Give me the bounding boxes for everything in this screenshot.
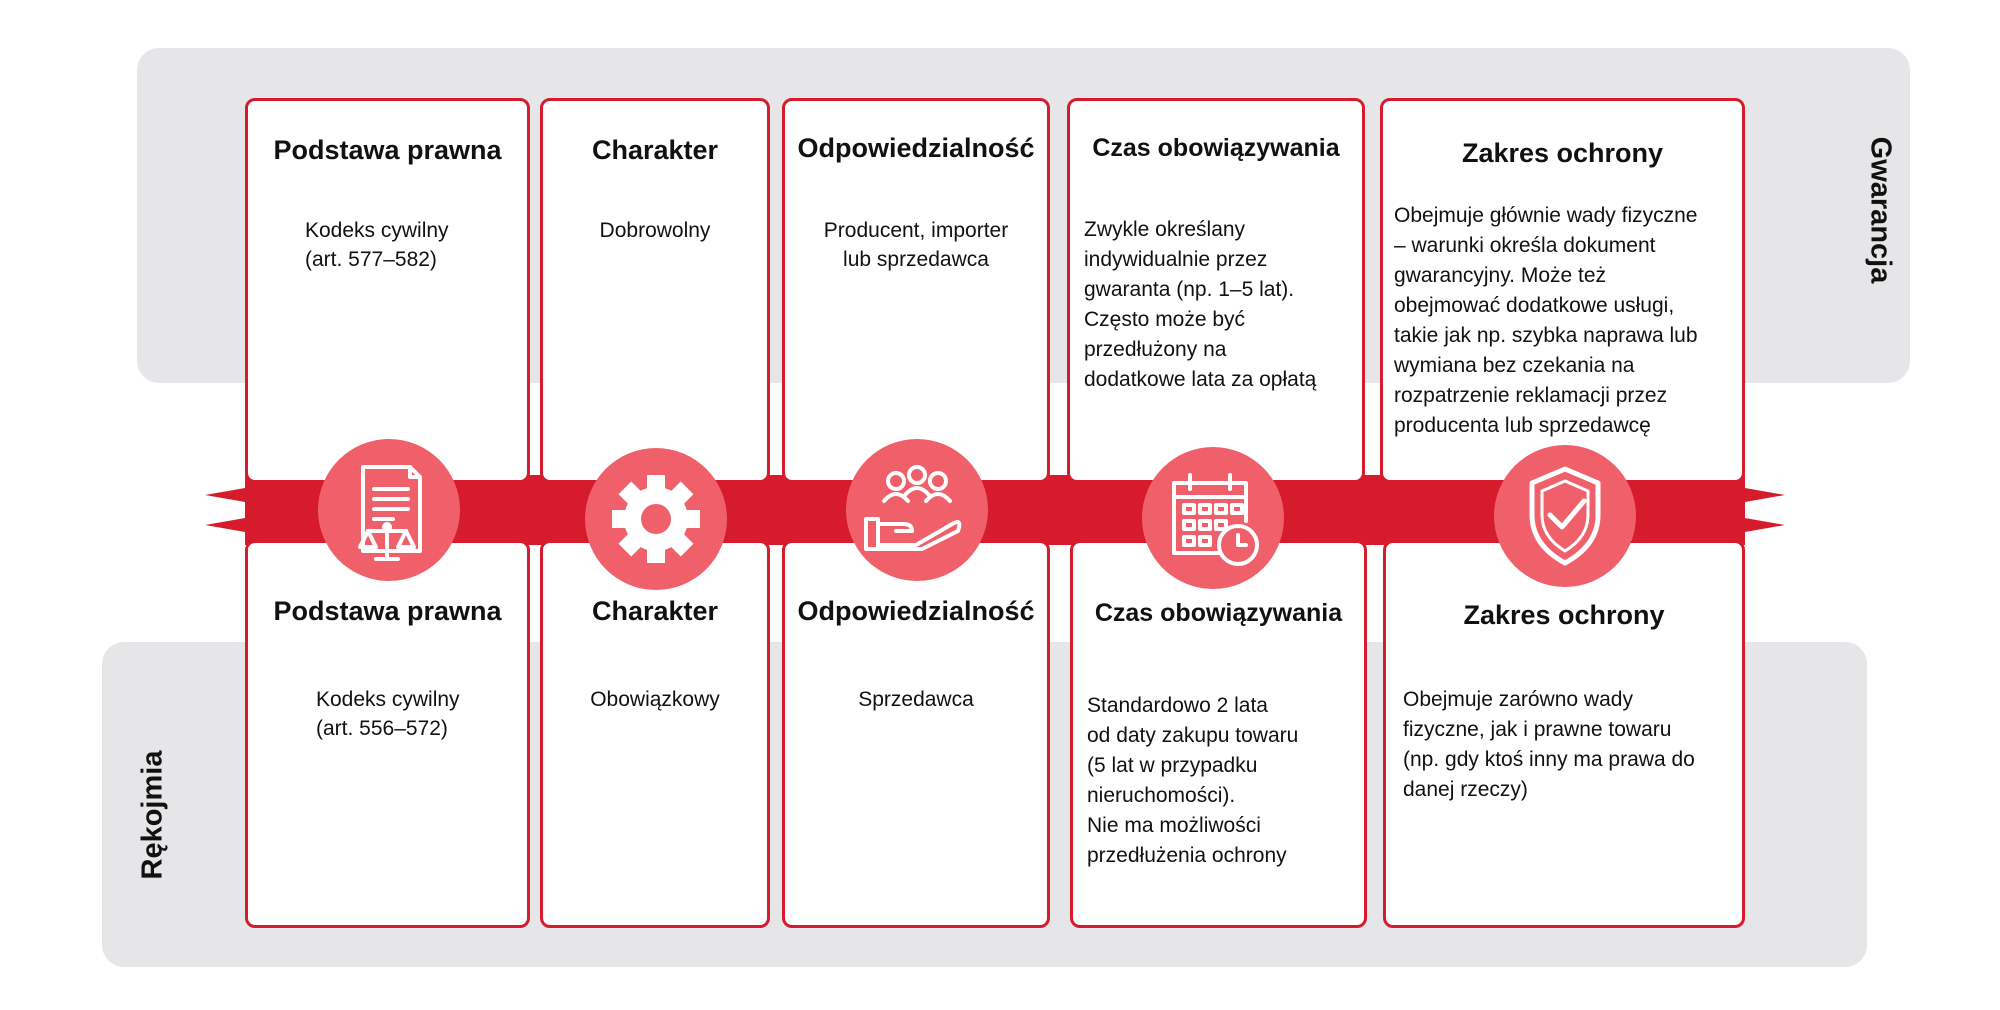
card-bottom-charakter: Charakter Obowiązkowy <box>540 540 770 928</box>
gear-icon <box>612 475 700 563</box>
card-top-zakres-ochrony: Zakres ochrony Obejmuje głównie wady fiz… <box>1380 98 1745 483</box>
card-top-odpowiedzialnosc: Odpowiedzialność Producent, importer lub… <box>782 98 1050 483</box>
card-title: Charakter <box>591 135 719 165</box>
card-bottom-zakres-ochrony: Zakres ochrony Obejmuje zarówno wady fiz… <box>1383 540 1745 928</box>
card-title: Charakter <box>591 596 719 626</box>
circle-charakter <box>585 448 727 590</box>
card-top-podstawa-prawna: Podstawa prawna Kodeks cywilny (art. 577… <box>245 98 530 483</box>
card-body: Obowiązkowy <box>590 688 720 711</box>
circle-odpowiedzialnosc <box>846 439 988 581</box>
document-scales-icon <box>358 465 422 561</box>
card-bottom-podstawa-prawna: Podstawa prawna Kodeks cywilny (art. 556… <box>245 540 530 928</box>
card-title: Czas obowiązywania <box>1092 134 1340 162</box>
card-top-charakter: Charakter Dobrowolny <box>540 98 770 483</box>
card-bottom-odpowiedzialnosc: Odpowiedzialność Sprzedawca <box>782 540 1050 928</box>
card-title: Podstawa prawna <box>273 135 502 165</box>
card-body: Producent, importer lub sprzedawca <box>823 219 1009 271</box>
card-body: Obejmuje głównie wady fizyczne – warunki… <box>1394 204 1698 437</box>
card-body: Kodeks cywilny (art. 577–582) <box>305 219 449 271</box>
card-body: Sprzedawca <box>858 688 974 711</box>
people-hand-icon <box>864 465 962 551</box>
card-body: Obejmuje zarówno wady fizyczne, jak i pr… <box>1403 688 1695 801</box>
circle-podstawa-prawna <box>318 439 460 581</box>
card-title: Zakres ochrony <box>1461 138 1664 168</box>
shield-check-icon <box>1529 466 1601 566</box>
card-title: Czas obowiązywania <box>1094 599 1343 627</box>
circle-czas-obowiazywania <box>1142 447 1284 589</box>
card-body: Zwykle określany indywidualnie przez gwa… <box>1084 218 1317 391</box>
circle-zakres-ochrony <box>1494 445 1636 587</box>
card-body: Kodeks cywilny (art. 556–572) <box>316 688 460 740</box>
card-top-czas-obowiazywania: Czas obowiązywania Zwykle określany indy… <box>1067 98 1365 483</box>
card-body: Standardowo 2 lata od daty zakupu towaru… <box>1087 694 1299 867</box>
card-title: Zakres ochrony <box>1463 600 1665 630</box>
card-title: Odpowiedzialność <box>797 596 1035 626</box>
card-bottom-czas-obowiazywania: Czas obowiązywania Standardowo 2 lata od… <box>1070 540 1367 928</box>
card-title: Podstawa prawna <box>273 596 502 626</box>
card-body: Dobrowolny <box>599 219 711 242</box>
card-title: Odpowiedzialność <box>797 133 1035 163</box>
calendar-clock-icon <box>1172 473 1259 566</box>
